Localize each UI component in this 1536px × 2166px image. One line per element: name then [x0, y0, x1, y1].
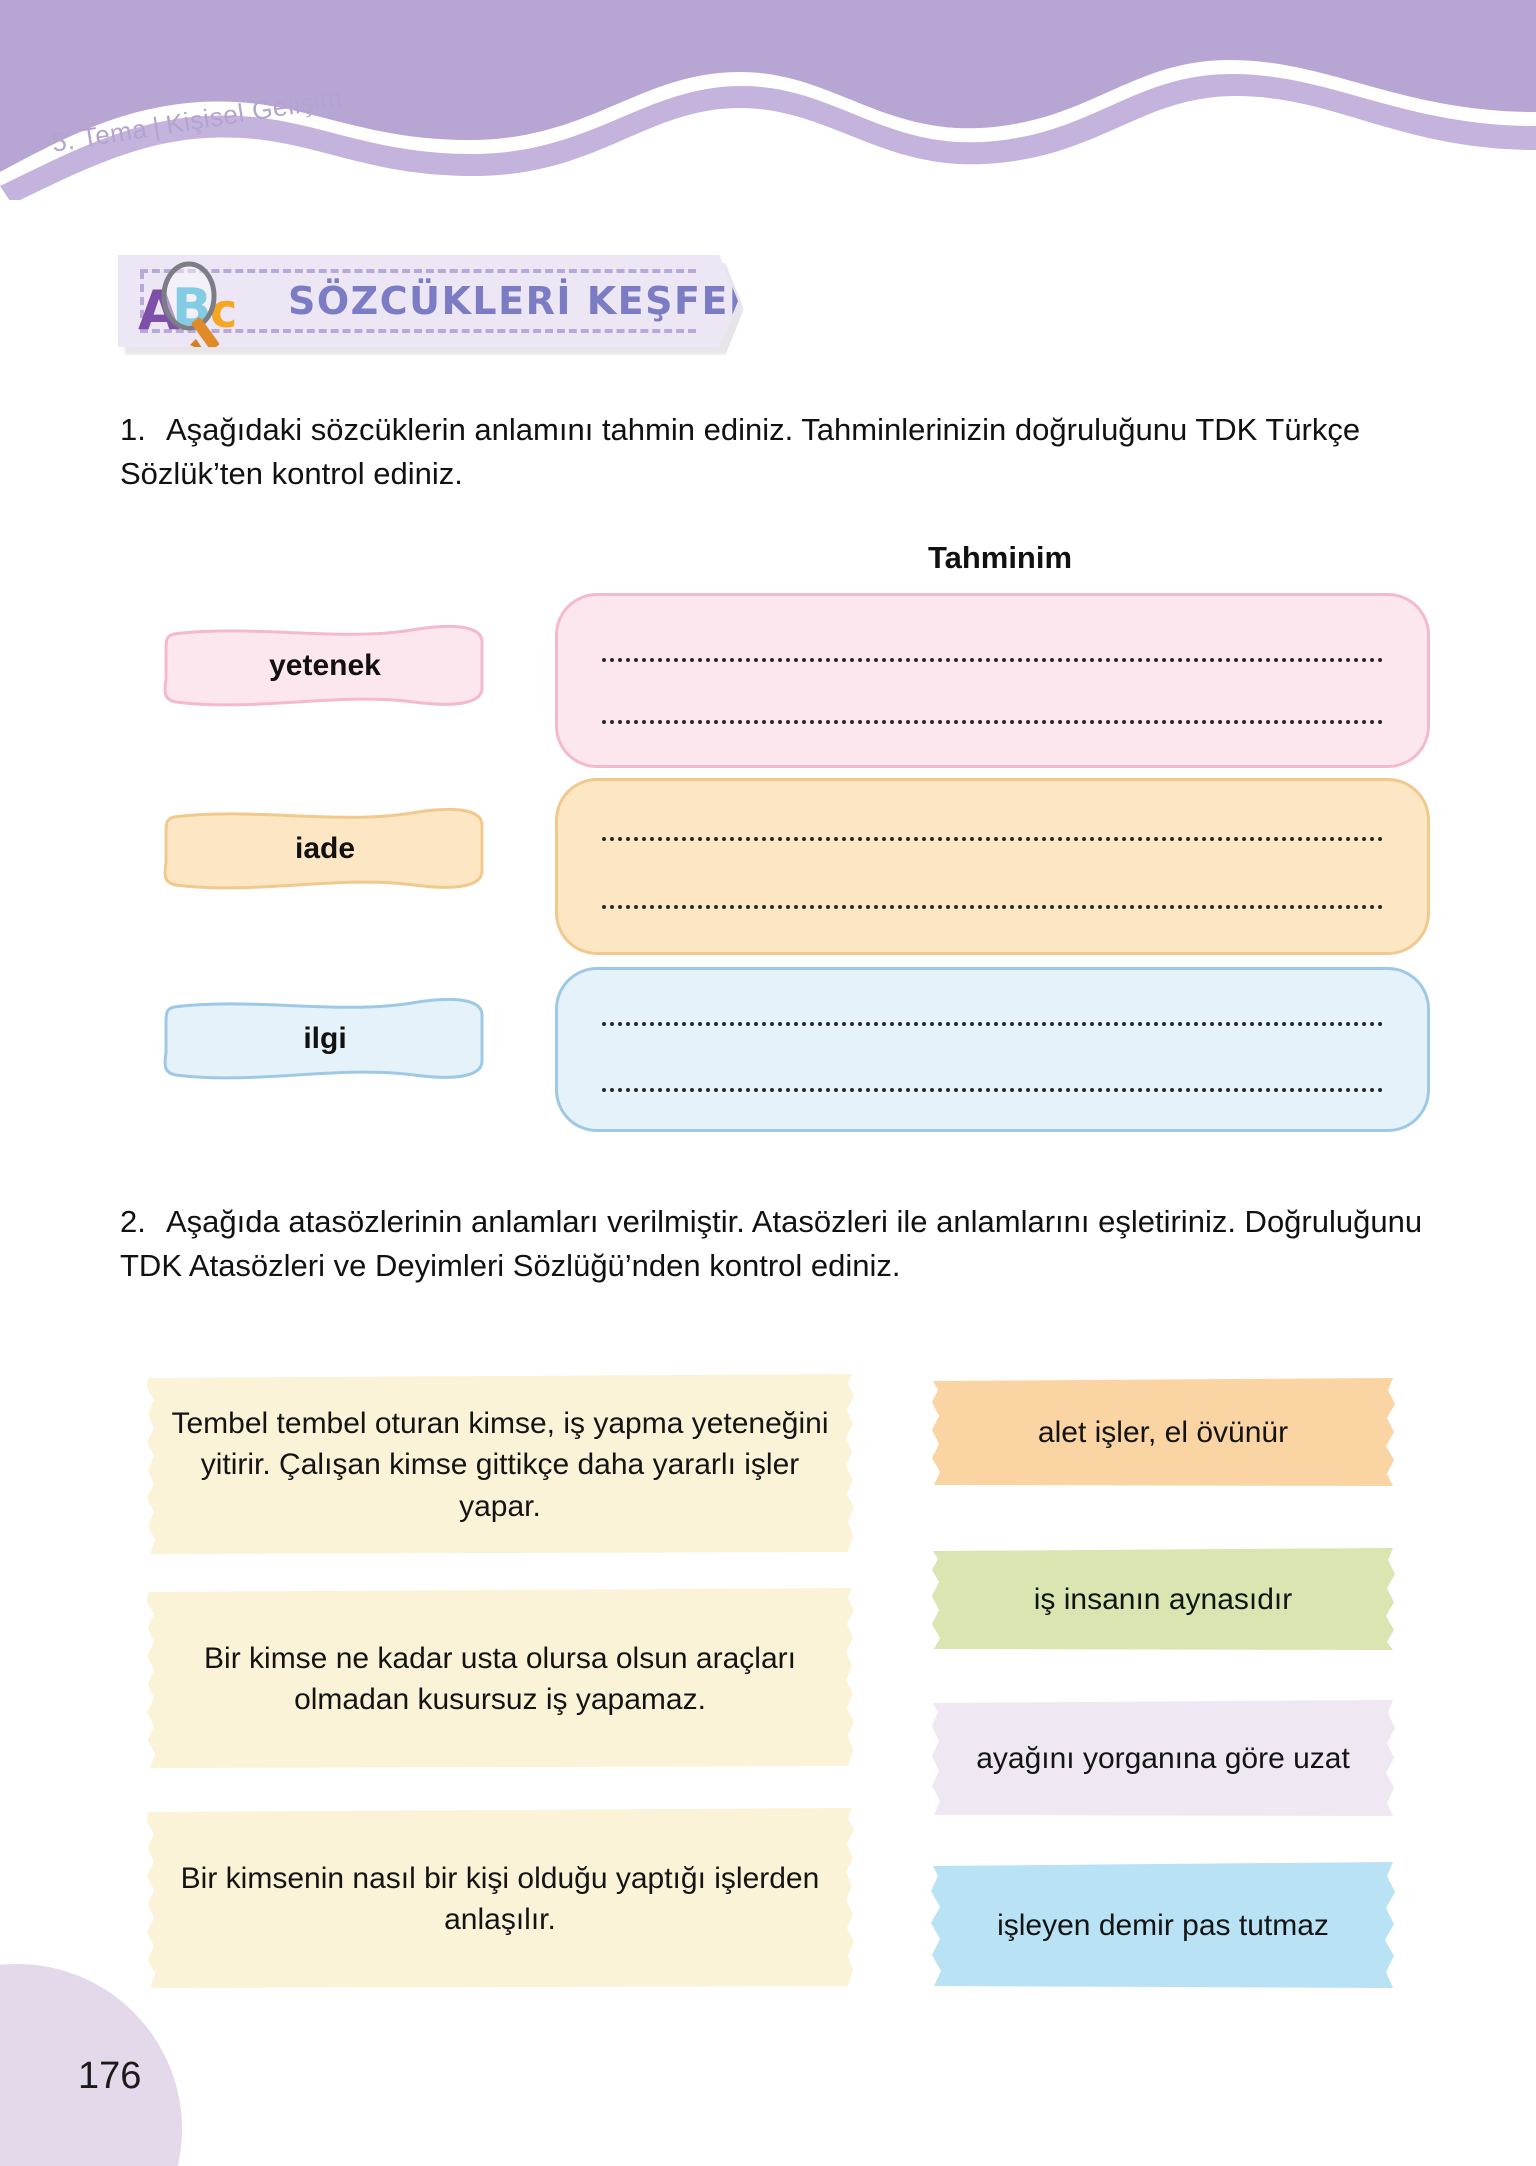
banner-dashed-border-top	[140, 269, 696, 273]
answer-line-1a[interactable]	[602, 658, 1383, 662]
vocab-word-chip-1: yetenek	[160, 622, 490, 710]
meaning-card[interactable]: Bir kimse ne kadar usta olursa olsun ara…	[142, 1588, 858, 1770]
meaning-card-text: Tembel tembel oturan kimse, iş yapma yet…	[171, 1406, 829, 1523]
banner-dashed-border-left	[140, 271, 144, 331]
question-2-number: 2.	[120, 1204, 146, 1239]
vocab-word-label-2: iade	[294, 832, 356, 865]
vocab-word-chip-3: ilgi	[160, 995, 490, 1083]
vocab-word-label-1: yetenek	[269, 649, 381, 682]
proverb-card[interactable]: alet işler, el övünür	[928, 1378, 1398, 1488]
answer-line-2b[interactable]	[602, 905, 1383, 909]
torn-paper-shape	[147, 1588, 854, 1768]
question-1: 1. Aşağıdaki sözcüklerin anlamını tahmin…	[120, 408, 1425, 496]
proverb-card[interactable]: iş insanın aynasıdır	[928, 1548, 1398, 1652]
answer-line-3a[interactable]	[602, 1022, 1383, 1026]
torn-paper-shape	[931, 1862, 1395, 1988]
proverb-card-text: alet işler, el övünür	[1037, 1416, 1289, 1450]
vocab-answer-box-1[interactable]	[555, 593, 1430, 768]
vocab-word-label-3: ilgi	[303, 1022, 347, 1055]
proverb-card[interactable]: işleyen demir pas tutmaz	[928, 1862, 1398, 1990]
torn-paper-shape	[932, 1700, 1395, 1816]
answer-line-1b[interactable]	[602, 720, 1383, 724]
theme-breadcrumb: 5. Tema|Kişisel Gelişim	[50, 82, 345, 159]
section-banner: A B c SÖZCÜKLERİ KEŞFEDİYORUZ	[118, 255, 746, 355]
banner-dashed-border-bottom	[140, 329, 696, 333]
page-number: 176	[78, 2055, 142, 2097]
theme-name: Kişisel Gelişim	[163, 82, 345, 140]
torn-paper-shape	[932, 1378, 1395, 1486]
torn-paper-shape	[147, 1808, 854, 1988]
answer-line-2a[interactable]	[602, 837, 1383, 841]
torn-paper-shape	[147, 1374, 854, 1554]
wavy-chip-shape	[163, 624, 484, 707]
proverb-card-text: ayağını yorganına göre uzat	[976, 1742, 1350, 1776]
abc-magnifier-pencil-icon: A B c	[138, 261, 237, 347]
vocab-answer-box-3[interactable]	[555, 967, 1430, 1132]
question-2: 2. Aşağıda atasözlerinin anlamları veril…	[120, 1200, 1425, 1288]
proverb-card[interactable]: ayağını yorganına göre uzat	[928, 1700, 1398, 1818]
meaning-card[interactable]: Tembel tembel oturan kimse, iş yapma yet…	[142, 1374, 858, 1556]
meaning-card-text: Bir kimsenin nasıl bir kişi olduğu yaptı…	[180, 1861, 820, 1936]
breadcrumb-separator: |	[150, 111, 163, 142]
meaning-card-text: Bir kimse ne kadar usta olursa olsun ara…	[204, 1641, 796, 1716]
meaning-card[interactable]: Bir kimsenin nasıl bir kişi olduğu yaptı…	[142, 1808, 858, 1990]
wavy-chip-shape	[163, 997, 484, 1080]
svg-text:A: A	[138, 279, 180, 342]
prediction-column-heading: Tahminim	[927, 540, 1073, 575]
banner-title: SÖZCÜKLERİ KEŞFEDİYORUZ	[288, 279, 932, 323]
theme-number: 5. Tema	[49, 113, 150, 158]
answer-line-3b[interactable]	[602, 1088, 1383, 1092]
vocab-answer-box-2[interactable]	[555, 778, 1430, 955]
proverb-card-text: işleyen demir pas tutmaz	[997, 1909, 1329, 1943]
question-1-text: Aşağıdaki sözcüklerin anlamını tahmin ed…	[120, 412, 1361, 492]
question-1-number: 1.	[120, 412, 146, 447]
question-2-text: Aşağıda atasözlerinin anlamları verilmiş…	[120, 1204, 1423, 1284]
wavy-chip-shape	[163, 807, 484, 890]
banner-body: A B c SÖZCÜKLERİ KEŞFEDİYORUZ	[118, 255, 738, 347]
vocab-word-chip-2: iade	[160, 805, 490, 893]
proverb-card-text: iş insanın aynasıdır	[1033, 1583, 1293, 1617]
torn-paper-shape	[932, 1548, 1395, 1650]
